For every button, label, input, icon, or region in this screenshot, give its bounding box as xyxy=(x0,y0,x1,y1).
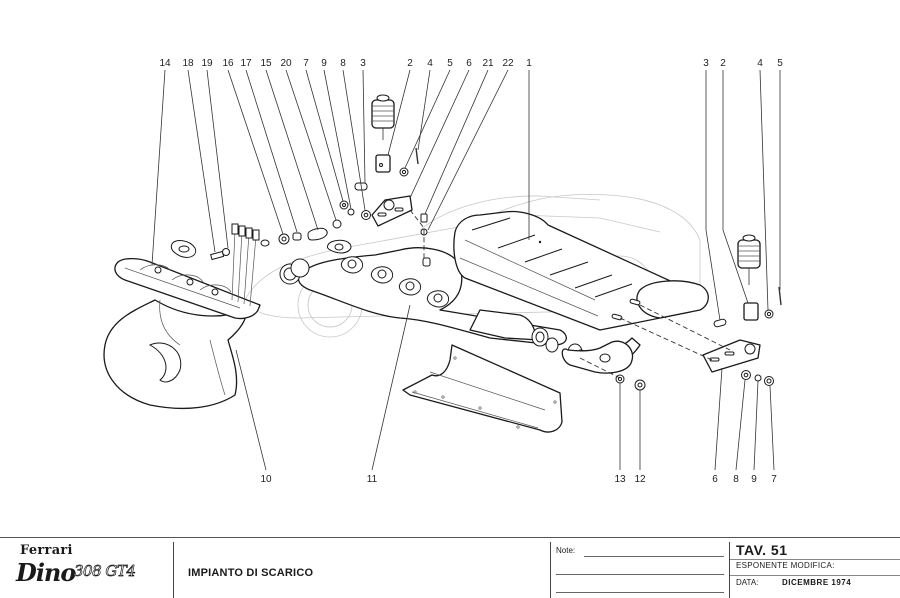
callout-7-bottom: 7 xyxy=(771,474,777,485)
callout-3-right: 3 xyxy=(703,58,709,69)
callout-16: 16 xyxy=(222,58,234,69)
callout-11: 11 xyxy=(367,474,378,485)
callout-1: 1 xyxy=(526,58,532,69)
callout-14: 14 xyxy=(159,58,171,69)
part-6-bracket-left xyxy=(371,195,413,227)
ferrari-logo-text: Ferrari xyxy=(20,543,73,558)
bolt-22 xyxy=(420,213,428,236)
callout-4-right: 4 xyxy=(757,58,763,69)
part-2-thermal-valve-right xyxy=(713,234,782,328)
callout-8-bottom: 8 xyxy=(733,474,739,485)
sheet-title: IMPIANTO DI SCARICO xyxy=(188,567,314,579)
divider xyxy=(173,542,174,598)
callout-20: 20 xyxy=(280,58,292,69)
title-block: Ferrari Dino 308 GT4 IMPIANTO DI SCARICO… xyxy=(0,537,900,598)
note-line-1 xyxy=(584,556,724,557)
part-14-pipe-assembly xyxy=(114,223,270,320)
callout-22: 22 xyxy=(502,58,514,69)
part-10-heat-shield xyxy=(103,299,247,410)
divider xyxy=(730,575,900,576)
revision-label: ESPONENTE MODIFICA: xyxy=(736,561,835,570)
callout-3: 3 xyxy=(360,58,366,69)
exploded-parts-diagram: 14 18 19 16 17 15 20 7 9 8 3 2 4 5 6 21 … xyxy=(103,58,783,485)
callout-9-bottom: 9 xyxy=(751,474,757,485)
callouts-top-right: 3 2 4 5 xyxy=(703,58,783,69)
model-variant-text: 308 GT4 xyxy=(74,562,137,581)
fasteners-left-group xyxy=(278,182,371,245)
callouts-top-left: 14 18 19 16 17 15 20 7 9 8 3 2 4 5 6 21 … xyxy=(159,58,532,69)
callout-12: 12 xyxy=(634,474,646,485)
callout-6-bottom: 6 xyxy=(712,474,718,485)
callout-18: 18 xyxy=(182,58,194,69)
date-label: DATA: xyxy=(736,578,759,587)
fasteners-right-group xyxy=(615,370,774,391)
callout-2-right: 2 xyxy=(720,58,726,69)
table-number: TAV. 51 xyxy=(736,542,788,558)
dino-logo-text: Dino xyxy=(16,558,76,587)
note-line-2 xyxy=(556,574,724,575)
callout-13: 13 xyxy=(614,474,626,485)
callout-7: 7 xyxy=(303,58,309,69)
note-line-3 xyxy=(556,592,724,593)
date-value: DICEMBRE 1974 xyxy=(782,578,852,587)
rear-elbow-pipe xyxy=(561,340,634,374)
divider xyxy=(729,542,730,598)
divider xyxy=(550,542,551,598)
callout-4: 4 xyxy=(427,58,433,69)
callout-21: 21 xyxy=(482,58,494,69)
divider xyxy=(730,559,900,560)
part-2-thermal-valve-left xyxy=(371,94,395,173)
callout-5-right: 5 xyxy=(777,58,783,69)
callouts-bottom: 10 11 13 12 6 8 9 7 xyxy=(260,474,777,485)
callout-19: 19 xyxy=(201,58,213,69)
part-6-bracket-right xyxy=(702,339,761,373)
leader-lines xyxy=(151,69,781,471)
callout-17: 17 xyxy=(240,58,252,69)
heat-shield-plate xyxy=(402,344,563,433)
small-gasket-left xyxy=(170,240,197,258)
part-1-muffler xyxy=(453,210,709,331)
callout-9: 9 xyxy=(321,58,327,69)
callout-15: 15 xyxy=(260,58,272,69)
callout-2: 2 xyxy=(407,58,413,69)
callout-6: 6 xyxy=(466,58,472,69)
assembly-dashed-lines xyxy=(409,209,731,379)
bolt-19 xyxy=(210,248,230,261)
callout-8: 8 xyxy=(340,58,346,69)
callout-10: 10 xyxy=(260,474,272,485)
callout-5: 5 xyxy=(447,58,453,69)
pin-4-washer-5 xyxy=(399,147,419,177)
note-label: Note: xyxy=(556,546,576,555)
